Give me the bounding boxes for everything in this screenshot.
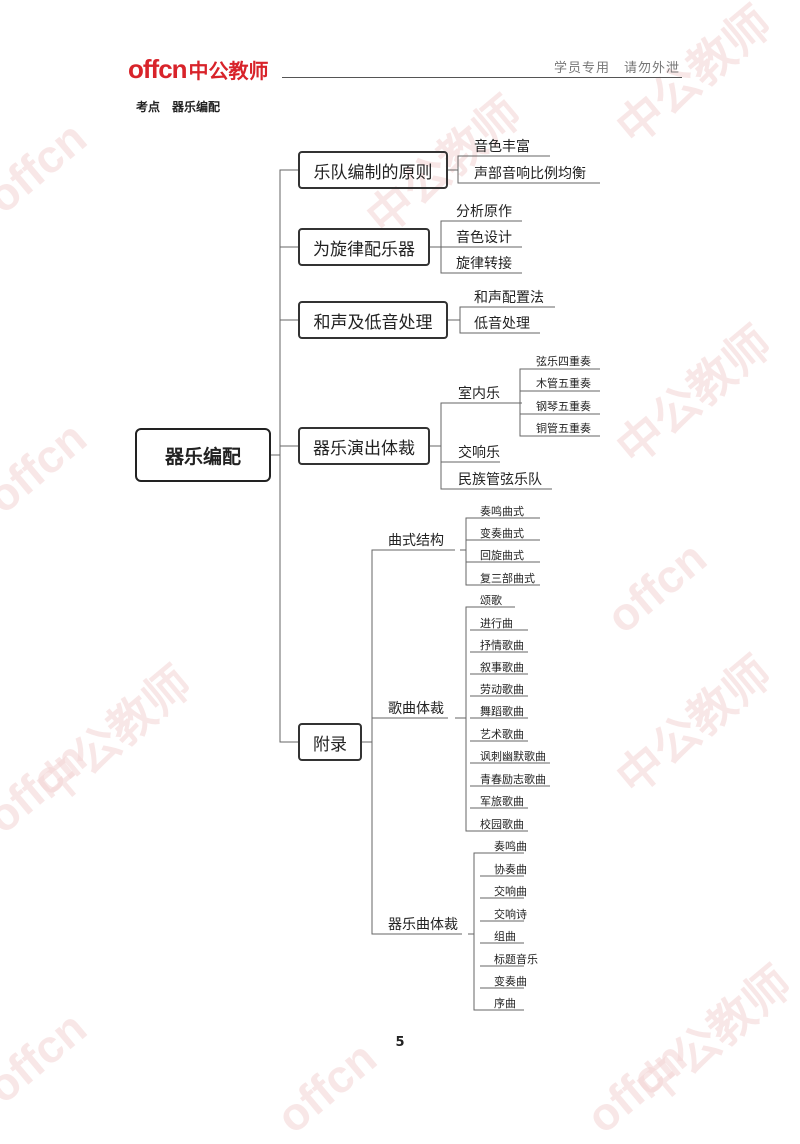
header-divider	[282, 77, 682, 78]
leaf-rich-timbre: 音色丰富	[474, 139, 530, 155]
leaf-instrumental: 协奏曲	[494, 863, 527, 876]
leaf-brass-quintet: 铜管五重奏	[536, 422, 591, 435]
leaf-instrumental: 组曲	[494, 930, 516, 943]
branch-orchestra-principles: 乐队编制的原则	[298, 151, 448, 189]
leaf-song: 艺术歌曲	[480, 728, 524, 741]
leaf-instrumental: 变奏曲	[494, 975, 527, 988]
leaf-song: 抒情歌曲	[480, 639, 524, 652]
leaf-analyze-original: 分析原作	[456, 204, 512, 220]
leaf-bass-handling: 低音处理	[474, 316, 530, 332]
leaf-folk-orchestra: 民族管弦乐队	[458, 472, 542, 488]
branch-melody-instruments: 为旋律配乐器	[298, 228, 430, 266]
leaf-ternary-form: 复三部曲式	[480, 572, 535, 585]
leaf-song: 军旅歌曲	[480, 795, 524, 808]
leaf-song: 舞蹈歌曲	[480, 705, 524, 718]
leaf-harmony-method: 和声配置法	[474, 290, 544, 306]
logo-brand-text: offcn	[128, 54, 188, 84]
leaf-symphony: 交响乐	[458, 445, 500, 461]
branch-performance-genres: 器乐演出体裁	[298, 427, 430, 465]
leaf-sonata-form: 奏鸣曲式	[480, 505, 524, 518]
mindmap-root: 器乐编配	[135, 428, 271, 482]
logo-cn-text: 中公教师	[188, 61, 269, 83]
page-number: 5	[395, 1035, 405, 1050]
leaf-chamber-music: 室内乐	[458, 386, 500, 402]
leaf-voice-balance: 声部音响比例均衡	[474, 166, 586, 182]
leaf-form-structure: 曲式结构	[388, 533, 444, 549]
leaf-instrumental: 交响诗	[494, 908, 527, 921]
leaf-song: 进行曲	[480, 617, 513, 630]
leaf-song: 讽刺幽默歌曲	[480, 750, 546, 763]
leaf-rondo-form: 回旋曲式	[480, 549, 524, 562]
leaf-instrumental: 序曲	[494, 997, 516, 1010]
leaf-song: 青春励志歌曲	[480, 773, 546, 786]
leaf-timbre-design: 音色设计	[456, 230, 512, 246]
leaf-string-quartet: 弦乐四重奏	[536, 355, 591, 368]
header-note: 学员专用 请勿外泄	[553, 61, 680, 76]
leaf-piano-quintet: 钢琴五重奏	[536, 400, 591, 413]
leaf-song: 劳动歌曲	[480, 683, 524, 696]
leaf-woodwind-quintet: 木管五重奏	[536, 377, 591, 390]
leaf-instrumental: 交响曲	[494, 885, 527, 898]
branch-harmony-bass: 和声及低音处理	[298, 301, 448, 339]
leaf-instrumental-genres: 器乐曲体裁	[388, 917, 458, 933]
leaf-melody-transfer: 旋律转接	[456, 256, 512, 272]
leaf-song-genres: 歌曲体裁	[388, 701, 444, 717]
leaf-song: 校园歌曲	[480, 818, 524, 831]
branch-appendix: 附录	[298, 723, 362, 761]
topic-title: 考点 器乐编配	[136, 100, 221, 114]
leaf-instrumental: 奏鸣曲	[494, 840, 527, 853]
leaf-song: 颂歌	[480, 594, 502, 607]
leaf-variation-form: 变奏曲式	[480, 527, 524, 540]
leaf-instrumental: 标题音乐	[494, 953, 538, 966]
leaf-song: 叙事歌曲	[480, 661, 524, 674]
